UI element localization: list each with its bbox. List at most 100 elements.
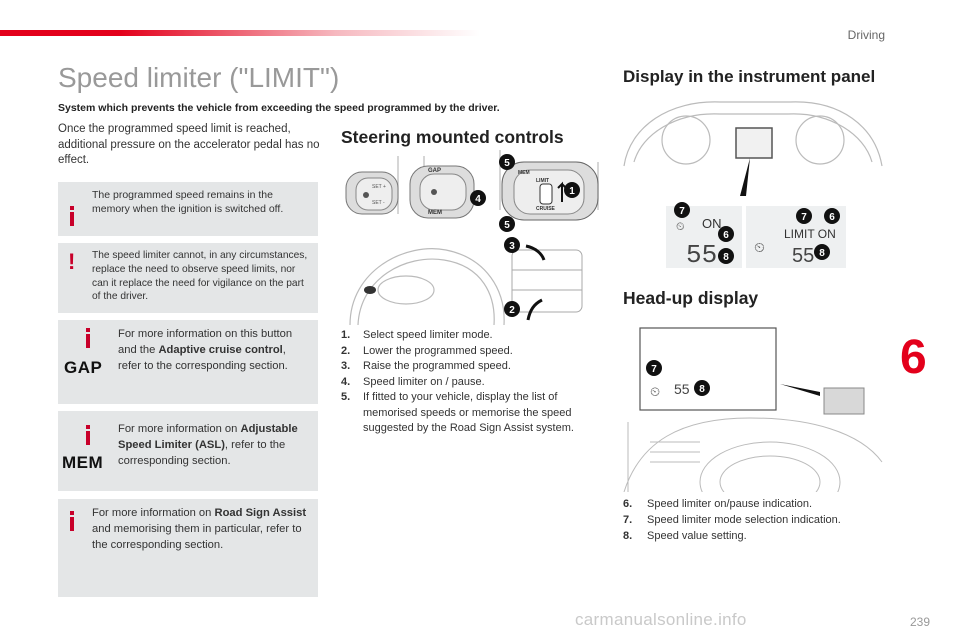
- svg-text:2: 2: [509, 305, 515, 316]
- note-text-bold: Adaptive cruise control: [158, 344, 283, 356]
- stalk-limit-text: LIMIT: [536, 178, 549, 184]
- instrument-panel-illustration: ⏲ ON 55 7 6 8 ⏲ LIMIT ON 55 7 6 8: [623, 101, 883, 270]
- callout-5-bottom: 5: [499, 216, 515, 232]
- info-icon: [66, 206, 78, 226]
- note-text-pre: For more information on this button and …: [118, 328, 293, 356]
- callout-8-hud: 8: [694, 380, 710, 396]
- step-text: If fitted to your vehicle, display the l…: [363, 391, 574, 434]
- callout-5-top: 5: [499, 154, 515, 170]
- callout-8-right: 8: [814, 244, 830, 260]
- page-subtitle: System which prevents the vehicle from e…: [58, 102, 500, 114]
- stalk-set-plus-text: SET +: [372, 184, 386, 190]
- stalk-gap-mem-view: GAP MEM: [409, 165, 475, 219]
- note-text-pre: For more information on: [118, 423, 241, 435]
- callout-6-left: 6: [718, 226, 734, 242]
- step-text: Speed limiter on / pause.: [363, 375, 485, 388]
- svg-text:6: 6: [829, 212, 835, 223]
- step-text: Raise the programmed speed.: [363, 360, 511, 372]
- legend-number: 8.: [623, 530, 633, 542]
- svg-text:4: 4: [475, 194, 481, 205]
- note-text: The speed limiter cannot, in any circums…: [92, 250, 308, 303]
- note-text: For more information on this button and …: [118, 326, 310, 374]
- steering-heading: Steering mounted controls: [341, 127, 564, 147]
- svg-text:8: 8: [699, 384, 705, 395]
- steering-callouts: 5 4 5 1 3 2: [470, 154, 580, 317]
- svg-text:8: 8: [819, 248, 825, 259]
- hud-gauge-icon: ⏲: [650, 384, 660, 399]
- svg-text:7: 7: [801, 212, 807, 223]
- note-text-post: , refer to the corresponding section.: [118, 439, 286, 467]
- hud-heading: Head-up display: [623, 288, 759, 308]
- svg-text:1: 1: [569, 186, 575, 197]
- legend-number: 7.: [623, 514, 633, 526]
- svg-text:7: 7: [679, 206, 685, 217]
- svg-text:8: 8: [723, 252, 729, 263]
- gap-label: GAP: [64, 358, 103, 377]
- stalk-mem-text-2: MEM: [518, 170, 530, 176]
- intro-paragraph: Once the programmed speed limit is reach…: [58, 123, 320, 166]
- list-item: 2. Lower the programmed speed.: [341, 344, 611, 360]
- head-up-display-illustration: ⏲ 55 7 8: [623, 327, 883, 492]
- mem-label: MEM: [62, 453, 104, 472]
- instrument-heading: Display in the instrument panel: [623, 67, 876, 86]
- list-item: 1.Select speed limiter mode.: [341, 328, 611, 344]
- warning-icon: !: [68, 249, 76, 274]
- info-note-mem: MEM For more information on Adjustable S…: [58, 411, 318, 491]
- step-text: Lower the programmed speed.: [363, 344, 513, 357]
- legend-text: Speed limiter mode selection indication.: [647, 514, 841, 526]
- note-text-bold: Adjustable Speed Limiter (ASL): [118, 423, 298, 451]
- hud-legend-list: 6.Speed limiter on/pause indication. 7. S…: [623, 496, 923, 544]
- note-text-post: , refer to the corresponding section.: [118, 344, 288, 372]
- page-number: 239: [909, 615, 930, 629]
- step-number: 5.: [341, 391, 351, 403]
- section-name: Driving: [847, 28, 885, 42]
- legend-number: 6.: [623, 498, 633, 510]
- stalk-front-view: MEM LIMIT CRUISE: [501, 161, 599, 221]
- svg-text:6: 6: [723, 230, 729, 241]
- watermark: carmanualsonline.info: [575, 610, 747, 629]
- step-number: 4.: [341, 375, 351, 388]
- svg-text:5: 5: [504, 220, 510, 231]
- panel-left-status: ON: [702, 216, 722, 231]
- svg-text:3: 3: [509, 241, 515, 252]
- hud-speed: 55: [674, 381, 690, 397]
- info-icon: [66, 511, 78, 531]
- svg-text:5: 5: [504, 158, 510, 169]
- panel-left-speed: 55: [686, 240, 717, 270]
- legend-text: Speed value setting.: [647, 530, 747, 542]
- gauge-icon-left: ⏲: [676, 221, 685, 233]
- stalk-mem-text: MEM: [428, 210, 442, 216]
- chapter-number: 6: [900, 331, 927, 384]
- callout-7-hud: 7: [646, 360, 662, 376]
- note-text: For more information on Adjustable Speed…: [118, 421, 310, 469]
- panel-right-status: LIMIT ON: [784, 227, 836, 241]
- note-text: The programmed speed remains in the memo…: [92, 189, 284, 215]
- callout-3: 3: [504, 237, 520, 253]
- callout-4: 4: [470, 190, 486, 206]
- stalk-set-minus-text: SET -: [372, 200, 385, 206]
- list-item: 3. Raise the programmed speed.: [341, 359, 611, 375]
- step-number: 2.: [341, 344, 351, 357]
- stalk-gap-text: GAP: [428, 168, 441, 174]
- callout-7-right: 7: [796, 208, 812, 224]
- instrument-display-on: ⏲ ON 55 7 6 8: [666, 202, 742, 270]
- info-icon: [82, 328, 94, 348]
- note-text-post: and memorising them in particular, refer…: [92, 523, 302, 551]
- callout-2: 2: [504, 301, 520, 317]
- note-text: For more information on Road Sign Assist…: [92, 505, 310, 553]
- instrument-display-limit-on: ⏲ LIMIT ON 55 7 6 8: [746, 206, 846, 268]
- svg-text:7: 7: [651, 364, 657, 375]
- steering-steps-list: 1.Select speed limiter mode. 2. Lower the…: [341, 328, 611, 437]
- panel-right-speed: 55: [792, 245, 814, 267]
- list-item: 8. Speed value setting.: [623, 528, 923, 544]
- info-note-memory: The programmed speed remains in the memo…: [58, 182, 318, 236]
- step-number: 3.: [341, 360, 351, 372]
- page-title: Speed limiter ("LIMIT"): [58, 62, 340, 93]
- gauge-icon-right: ⏲: [754, 239, 765, 255]
- list-item: 5. If fitted to your vehicle, display the…: [341, 390, 611, 437]
- step-text: Select speed limiter mode.: [363, 329, 493, 341]
- list-item: 4. Speed limiter on / pause.: [341, 375, 611, 391]
- stalk-side-view: SET + SET -: [345, 171, 399, 215]
- header-accent-bar: [0, 30, 480, 36]
- list-item: 6.Speed limiter on/pause indication.: [623, 496, 923, 512]
